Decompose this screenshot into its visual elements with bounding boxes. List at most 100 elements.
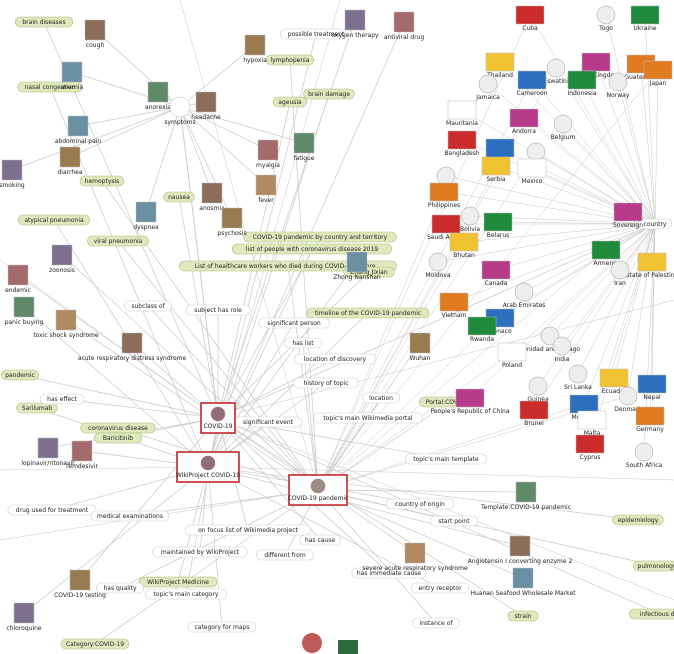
country-node[interactable]: Cyprus bbox=[575, 434, 605, 461]
country-node[interactable]: Mauritania bbox=[446, 100, 478, 127]
green-node-brain_damage[interactable]: brain damage bbox=[303, 88, 355, 100]
green-node-timeline[interactable]: timeline of the COVID-19 pandemic bbox=[306, 307, 430, 319]
green-node-viral_pneumonia[interactable]: viral pneumonia bbox=[87, 235, 149, 247]
image-node-oxygen_therapy[interactable]: oxygen therapy bbox=[331, 9, 379, 39]
green-node-ageusia[interactable]: ageusia bbox=[272, 96, 308, 108]
image-node-antiviral[interactable]: antiviral drug bbox=[384, 11, 425, 41]
country-node[interactable]: Eswatini bbox=[544, 58, 569, 85]
image-node-zoonosis[interactable]: zoonosis bbox=[49, 244, 75, 274]
virus-microscope-icon[interactable] bbox=[338, 640, 358, 654]
image-node-psychosis[interactable]: psychosis bbox=[217, 207, 247, 237]
image-node-zhong_nanshan[interactable]: Zhong Nanshan bbox=[333, 251, 381, 281]
country-node[interactable]: Ukraine bbox=[630, 5, 660, 32]
country-node[interactable]: Belarus bbox=[483, 212, 513, 239]
image-node-huanan[interactable]: Huanan Seafood Wholesale Market bbox=[471, 567, 577, 597]
country-node[interactable]: Guinea bbox=[527, 376, 549, 403]
country-node[interactable]: Arab Emirates bbox=[503, 282, 546, 309]
green-node-category_covid[interactable]: Category:COVID-19 bbox=[60, 638, 130, 650]
country-node[interactable]: Cameroon bbox=[517, 70, 548, 97]
image-node-symptoms[interactable]: symptoms bbox=[164, 96, 196, 126]
country-node[interactable]: Moldova bbox=[425, 252, 451, 279]
green-node-coronavirus_disease[interactable]: coronavirus disease bbox=[80, 422, 156, 434]
country-node[interactable]: Germany bbox=[635, 406, 665, 433]
country-node[interactable]: Rwanda bbox=[467, 316, 497, 343]
green-node-pandemic_left[interactable]: pandemic bbox=[1, 369, 39, 381]
relation-node-country_of_origin[interactable]: country of origin bbox=[385, 498, 455, 510]
country-node[interactable]: State of Palestine bbox=[626, 252, 674, 279]
image-node-wuhan[interactable]: Wuhan bbox=[410, 332, 431, 362]
country-node[interactable]: Serbia bbox=[481, 156, 511, 183]
image-node-remdesivir[interactable]: remdesivir bbox=[66, 440, 98, 470]
relation-node-main_wikimedia_portal[interactable]: topic's main Wikimedia portal bbox=[313, 412, 423, 424]
image-node-fatigue[interactable]: fatigue bbox=[293, 132, 315, 162]
country-node[interactable]: Philippines bbox=[428, 182, 460, 209]
green-node-healthcare_workers[interactable]: List of healthcare workers who died duri… bbox=[179, 260, 397, 272]
relation-node-has_quality[interactable]: has quality bbox=[96, 582, 145, 594]
country-node[interactable]: Bhutan bbox=[449, 232, 479, 259]
country-node[interactable]: Cuba bbox=[515, 5, 545, 32]
green-node-strain[interactable]: strain bbox=[507, 610, 539, 622]
green-node-people_coronavirus[interactable]: list of people with coronavirus disease … bbox=[231, 243, 393, 255]
green-node-covid_by_country[interactable]: COVID-19 pandemic by country and territo… bbox=[243, 231, 397, 243]
relation-node-location_of_discovery[interactable]: location of discovery bbox=[293, 353, 376, 365]
country-node[interactable]: Denmark bbox=[614, 386, 642, 413]
country-node[interactable]: Togo bbox=[596, 5, 616, 32]
country-node[interactable]: Sovereign bbox=[613, 202, 643, 229]
relation-node-medical_examinations[interactable]: medical examinations bbox=[90, 510, 170, 522]
country-node[interactable]: Andorra bbox=[509, 108, 539, 135]
image-node-toxic_shock[interactable]: toxic shock syndrome bbox=[33, 309, 99, 339]
image-node-template_pandemic[interactable]: Template:COVID-19 pandemic bbox=[480, 481, 571, 511]
image-node-myalgia[interactable]: myalgia bbox=[256, 139, 280, 169]
relation-node-start_point[interactable]: start point bbox=[429, 515, 478, 527]
country-node[interactable]: South Africa bbox=[626, 442, 663, 469]
hub-node-wikiproject[interactable]: WikiProject COVID-19 bbox=[176, 451, 240, 483]
relation-node-on_focus_list[interactable]: on focus list of Wikimedia project bbox=[184, 524, 312, 536]
relation-node-significant_event[interactable]: significant event bbox=[233, 416, 303, 428]
relation-node-has_immediate_cause[interactable]: has immediate cause bbox=[351, 567, 427, 579]
green-node-brain_diseases[interactable]: brain diseases bbox=[14, 16, 74, 28]
image-node-abdominal_pain[interactable]: abdominal pain bbox=[55, 115, 102, 145]
country-node[interactable]: Poland bbox=[497, 342, 527, 369]
relation-node-different_from[interactable]: different from bbox=[255, 549, 315, 561]
hub-node-covid19[interactable]: COVID-19 bbox=[200, 402, 236, 434]
relation-node-main_category[interactable]: topic's main category bbox=[145, 588, 228, 600]
image-node-diarrhea[interactable]: diarrhea bbox=[57, 146, 83, 176]
green-node-nasal_congestion[interactable]: nasal congestion bbox=[17, 81, 83, 93]
green-node-wikiproject_medicine[interactable]: WikiProject Medicine bbox=[138, 576, 218, 588]
image-node-chloroquine[interactable]: chloroquine bbox=[6, 602, 42, 632]
country-node[interactable]: Canada bbox=[481, 260, 511, 287]
country-node[interactable]: Ecuador bbox=[599, 368, 629, 395]
image-node-ace2[interactable]: Angiotensin I converting enzyme 2 bbox=[468, 535, 573, 565]
country-node[interactable]: Iran bbox=[610, 260, 630, 287]
green-node-infectious_d[interactable]: infectious d... bbox=[629, 608, 674, 620]
country-node[interactable]: Indonesia bbox=[567, 70, 597, 97]
country-node[interactable]: Bolivia bbox=[460, 206, 480, 233]
green-node-baricitinib[interactable]: Baricitinib bbox=[94, 432, 143, 444]
relation-node-possible_treatment[interactable]: possible treatment bbox=[280, 28, 352, 40]
relation-node-main_template[interactable]: topic's main template bbox=[404, 453, 487, 465]
country-node[interactable]: Malta bbox=[577, 410, 607, 437]
relation-node-subject_has_role[interactable]: subject has role bbox=[185, 304, 251, 316]
country-node[interactable]: Vietnam bbox=[439, 292, 469, 319]
relation-node-category_for_maps[interactable]: category for maps bbox=[187, 621, 257, 633]
image-node-anosmia[interactable]: anosmia bbox=[199, 182, 225, 212]
green-node-atypical_pneumonia[interactable]: atypical pneumonia bbox=[18, 214, 90, 226]
image-node-cough[interactable]: cough bbox=[84, 19, 106, 49]
country-node[interactable]: Belgium bbox=[551, 114, 576, 141]
image-node-panic_buying[interactable]: panic buying bbox=[5, 296, 44, 326]
relation-node-history_of_topic[interactable]: history of topic bbox=[293, 377, 359, 389]
image-node-endemic[interactable]: endemic bbox=[5, 264, 31, 294]
country-node[interactable]: Armenia bbox=[591, 240, 621, 267]
country-node[interactable]: India bbox=[552, 336, 572, 363]
image-node-smoking[interactable]: smoking bbox=[0, 159, 25, 189]
country-node[interactable]: Saudi Arabia bbox=[427, 214, 465, 241]
relation-node-has_list[interactable]: has list bbox=[284, 337, 322, 349]
country-node[interactable]: Bangladesh bbox=[444, 130, 480, 157]
image-node-sars[interactable]: severe acute respiratory syndrome bbox=[362, 542, 468, 572]
image-node-covid_testing[interactable]: COVID-19 testing bbox=[54, 569, 106, 599]
image-node-dyspnea[interactable]: dyspnea bbox=[133, 201, 159, 231]
relation-node-maintained_by[interactable]: maintained by WikiProject bbox=[152, 546, 248, 558]
green-node-pulmonology[interactable]: pulmonology bbox=[633, 560, 674, 572]
relation-node-country[interactable]: country bbox=[637, 218, 673, 230]
